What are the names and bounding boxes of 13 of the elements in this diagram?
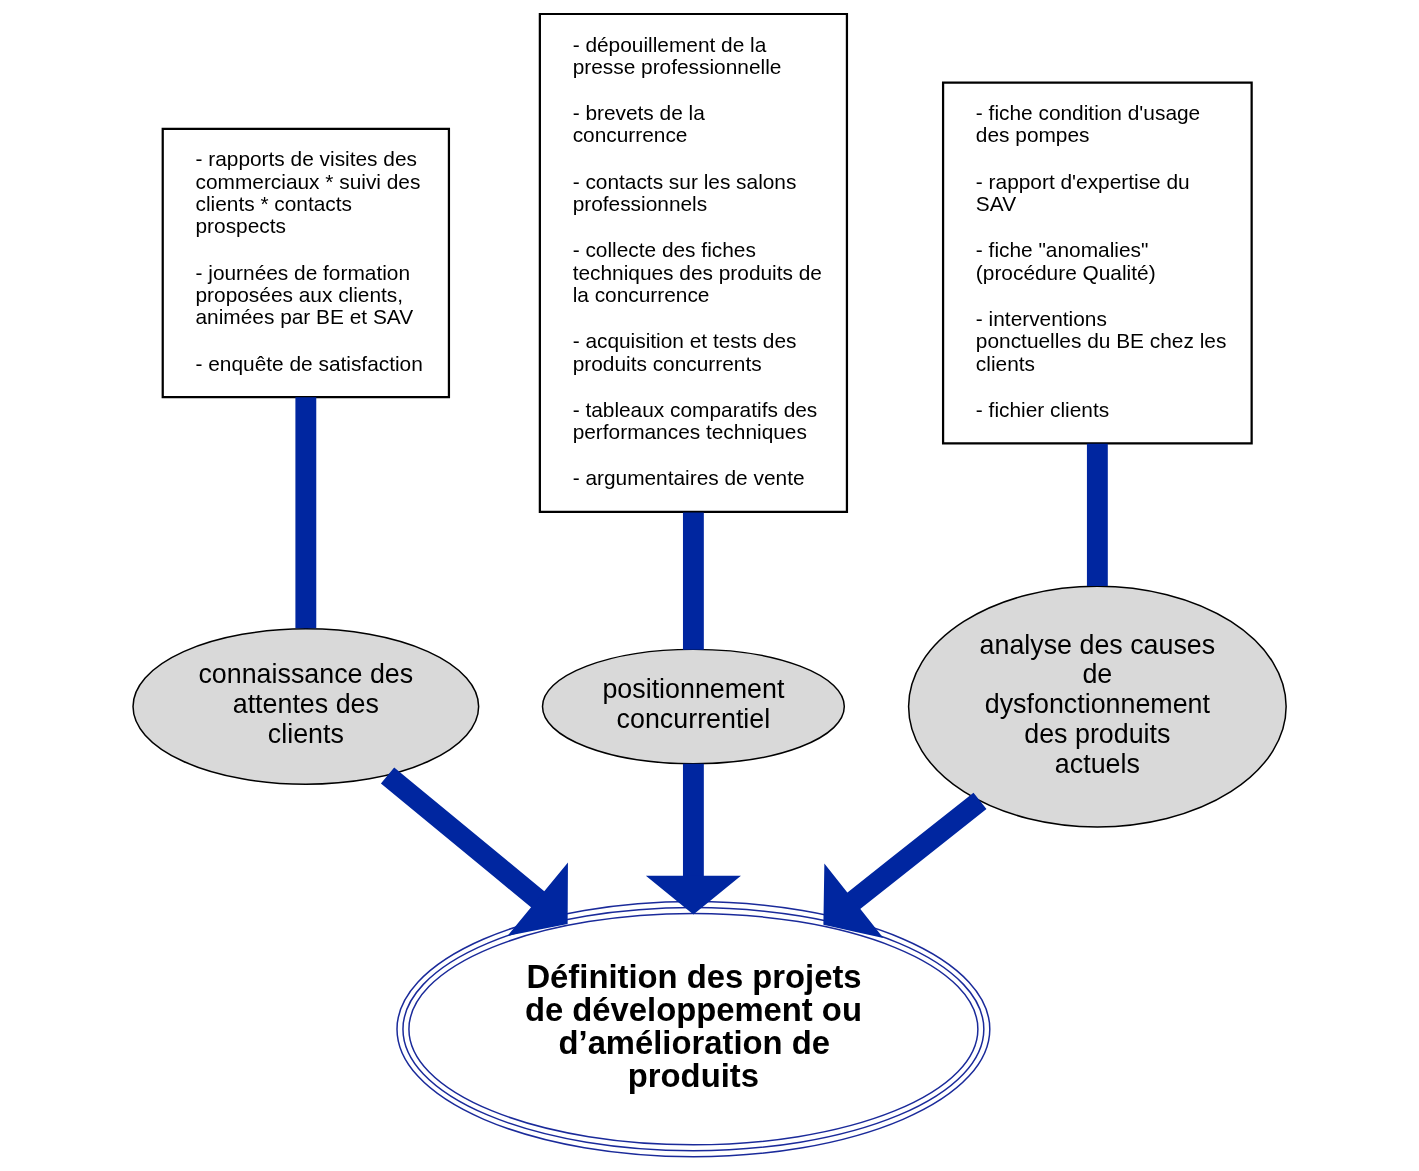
connector [1086, 443, 1108, 586]
arrow [645, 763, 741, 915]
arrow [823, 792, 987, 938]
connector [295, 397, 317, 629]
node-ellipse: connaissance des attentes des clients [132, 628, 480, 786]
node-box: - rapports de visites des commerciaux * suivi des clients * contacts prospects - journées de formation proposées aux clients, animées par BE et SAV - enquête de satisfaction [161, 127, 451, 399]
node-box: - fiche condition d'usage des pompes - rapport d'expertise du SAV - fiche "anomalies" (procédure Qualité) - interventions ponctuelles du BE chez les clients - fichier clients [941, 81, 1253, 445]
node-ellipse: analyse des causes de dysfonctionnement des produits actuels [907, 585, 1287, 828]
node-ellipse: Définition des projets de développement ou d’amélioration de produits [396, 900, 991, 1158]
connector [682, 512, 704, 650]
node-box: - dépouillement de la presse professionnelle - brevets de la concurrence - contacts sur les salons professionnels - collecte des fiches techniques des produits de la concurrence - acquisition et tests des produits concurrents - tableaux comparatifs des performances techniques - argumentaires de vente [538, 12, 849, 513]
node-ellipse: positionnement concurrentiel [541, 648, 846, 765]
arrow [380, 767, 568, 936]
